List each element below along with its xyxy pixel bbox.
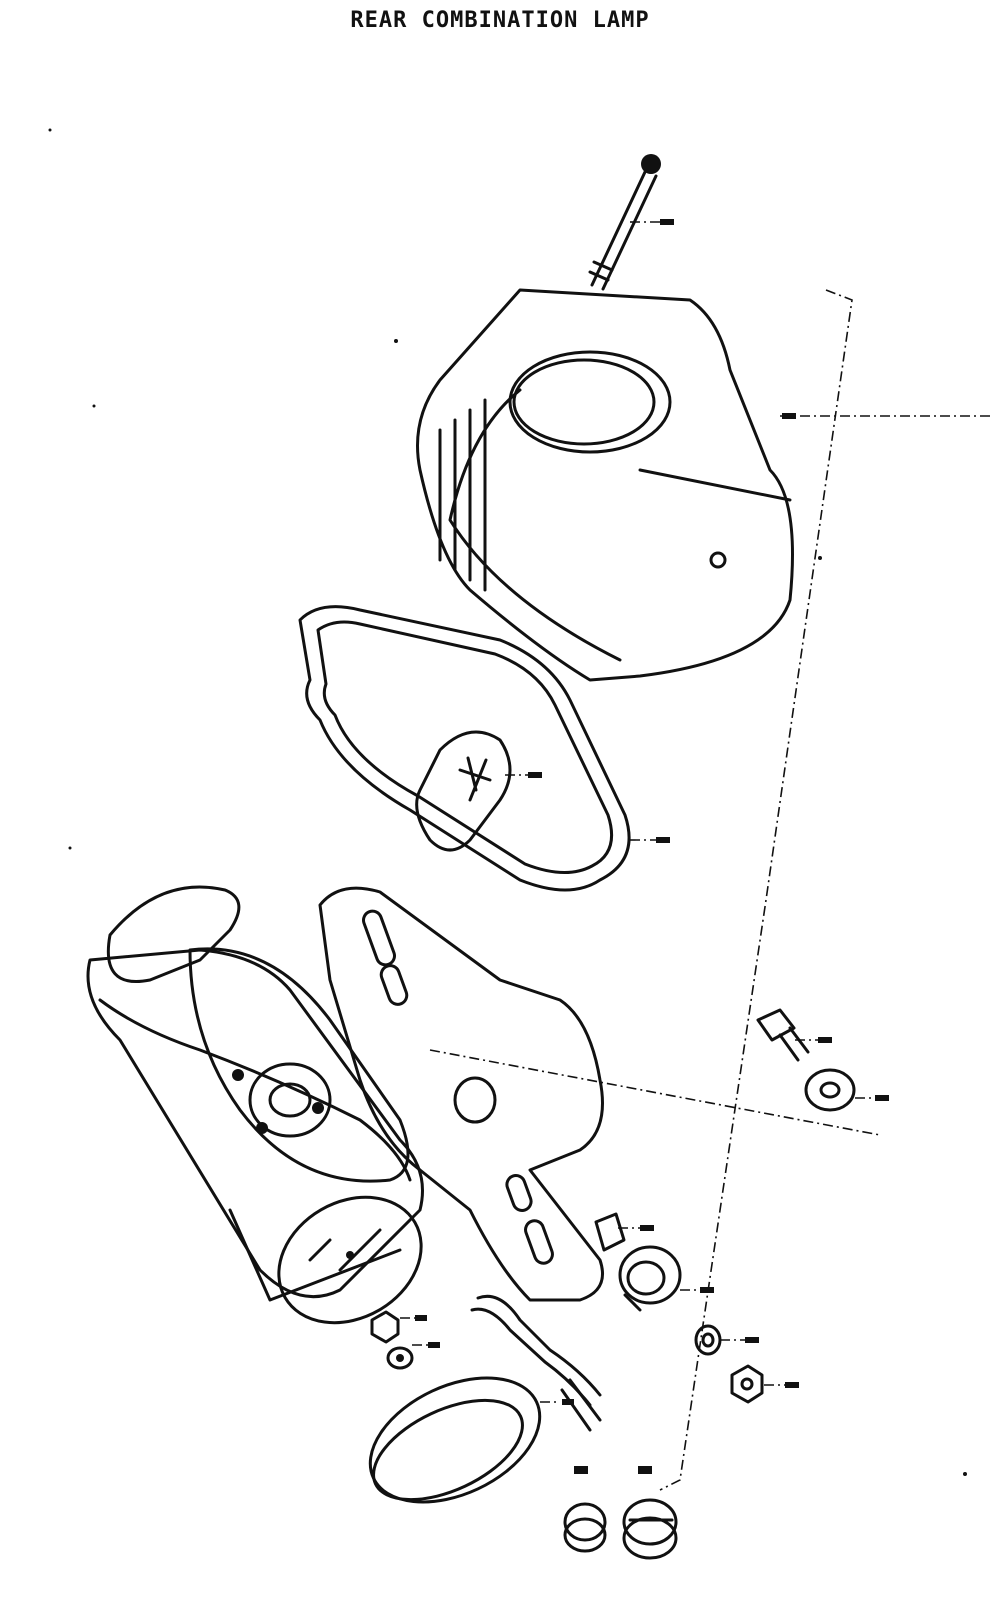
lens-gasket	[298, 605, 670, 892]
bolt-washer	[804, 1068, 889, 1112]
wire-harness	[470, 1294, 602, 1432]
lamp-bracket	[318, 886, 604, 1302]
tail-bulb	[415, 730, 542, 852]
bottom-grommet-left	[563, 1466, 607, 1553]
lens-nut	[370, 1310, 427, 1344]
license-lamp-lens	[277, 1195, 423, 1325]
tail-lamp-lens	[416, 288, 990, 682]
bracket-washer	[694, 1324, 759, 1356]
mounting-bolt	[756, 1008, 832, 1062]
lens-screw	[588, 154, 674, 291]
license-lamp-cover	[368, 1376, 574, 1504]
bracket-nut	[730, 1364, 799, 1404]
lamp-housing	[86, 885, 424, 1302]
bracket-collar	[594, 1212, 654, 1252]
diagram-title: REAR COMBINATION LAMP	[350, 8, 650, 33]
lens-washer	[386, 1342, 440, 1370]
scan-specks	[48, 128, 967, 1476]
bottom-grommet-right	[622, 1466, 678, 1560]
assembly-guide-line	[429, 289, 881, 1491]
bracket-grommet	[618, 1245, 714, 1312]
